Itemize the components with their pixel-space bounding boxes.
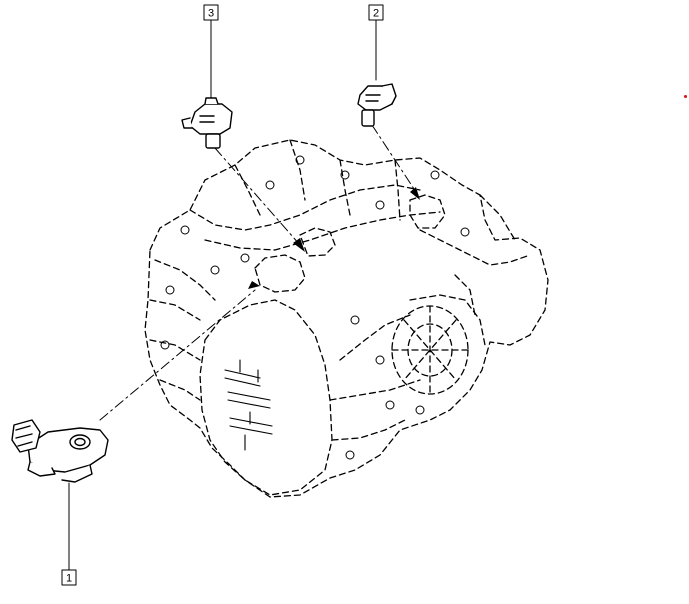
callout-box-2: 2 [368, 4, 384, 21]
red-marker-dot [684, 95, 687, 98]
bell-housing-ribs [224, 359, 273, 451]
switch-part-1 [11, 419, 109, 483]
sensor-part-2 [357, 83, 397, 127]
leader-arrowheads [248, 187, 420, 289]
sensor-part-3 [181, 97, 233, 149]
gearbox-outline [144, 139, 549, 498]
callout-box-3: 3 [203, 4, 219, 21]
callout-lines [68, 19, 377, 571]
callout-label-1: 1 [66, 573, 72, 585]
callout-label-2: 2 [373, 8, 379, 20]
callout-label-3: 3 [208, 8, 214, 20]
leader-lines [99, 124, 419, 421]
callout-box-1: 1 [61, 569, 77, 586]
housing-bolts [160, 155, 470, 460]
